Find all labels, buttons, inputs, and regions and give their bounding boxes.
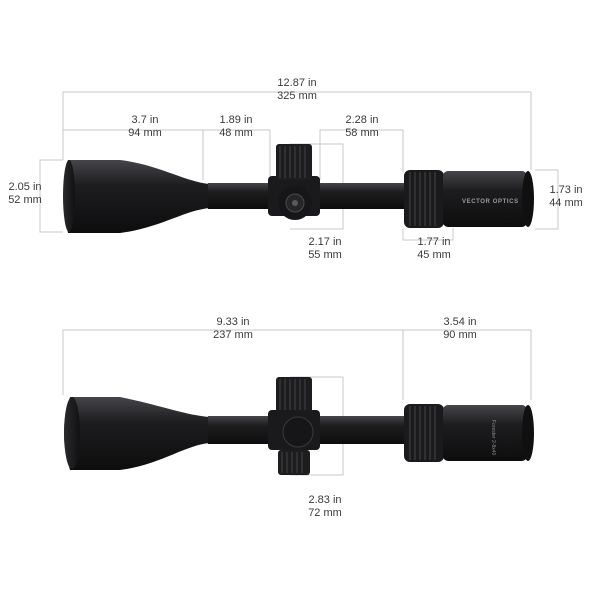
power-ring-side: [404, 404, 444, 462]
model-marking: Forester 2-8x40: [490, 420, 496, 456]
objective-lens: [63, 160, 75, 232]
objective-diameter-bracket: [39, 159, 63, 233]
turret-height-label: 2.17 in 55 mm: [308, 236, 342, 262]
elevation-turret-side: [276, 377, 312, 413]
overall-length-inch: 12.87 in: [277, 77, 317, 89]
front-tube-bracket: [202, 129, 271, 180]
front-length-inch: 9.33 in: [216, 316, 250, 328]
scope-side-view: [64, 377, 534, 475]
top-dimension-lines: [39, 91, 559, 241]
rear-tube-bracket: [319, 129, 404, 180]
brand-logo-text: VECTOR OPTICS: [462, 199, 519, 205]
turret-side-label: 2.83 in 72 mm: [308, 494, 342, 520]
overall-length-mm: 325 mm: [277, 90, 317, 102]
turret-side-inch: 2.83 in: [308, 494, 342, 506]
eyepiece-length-mm: 90 mm: [443, 329, 477, 341]
eyepiece-side: [443, 405, 527, 461]
front-tube-mm: 48 mm: [219, 127, 253, 139]
eyepiece-length-label: 3.54 in 90 mm: [443, 316, 477, 342]
eyepiece-length-bracket: [403, 329, 532, 400]
eyepiece-lens-side: [522, 405, 534, 461]
front-length-bracket: [62, 329, 404, 400]
objective-diameter-inch: 2.05 in: [8, 181, 42, 193]
eyepiece-ring-inch: 1.77 in: [417, 236, 451, 248]
objective-lens-side: [64, 397, 80, 469]
eyepiece-diameter-label: 1.73 in 44 mm: [549, 184, 583, 210]
objective-bell-inch: 3.7 in: [131, 114, 159, 126]
power-ring: [404, 170, 444, 228]
windage-turret-side: [282, 416, 314, 448]
eyepiece-diameter-mm: 44 mm: [549, 197, 583, 209]
turret-height-mm: 55 mm: [308, 249, 342, 261]
objective-bell: [64, 160, 210, 233]
front-length-label: 9.33 in 237 mm: [213, 316, 253, 342]
eyepiece-ring-bracket: [402, 228, 454, 241]
eyepiece-ring-label: 1.77 in 45 mm: [417, 236, 451, 262]
rear-tube-inch: 2.28 in: [345, 114, 379, 126]
rear-tube-label: 2.28 in 58 mm: [345, 114, 379, 140]
front-length-mm: 237 mm: [213, 329, 253, 341]
eyepiece-ring-mm: 45 mm: [417, 249, 451, 261]
objective-diameter-label: 2.05 in 52 mm: [8, 181, 42, 207]
eyepiece-diameter-bracket: [535, 169, 559, 230]
eyepiece: [443, 171, 527, 227]
objective-diameter-mm: 52 mm: [8, 194, 42, 206]
overall-length-label: 12.87 in 325 mm: [277, 77, 317, 103]
front-tube-inch: 1.89 in: [219, 114, 253, 126]
eyepiece-lens: [522, 171, 534, 227]
objective-bell-side: [64, 397, 210, 470]
eyepiece-length-inch: 3.54 in: [443, 316, 477, 328]
eyepiece-diameter-inch: 1.73 in: [549, 184, 583, 196]
objective-bell-label: 3.7 in 94 mm: [128, 114, 162, 140]
bottom-turret-side: [278, 450, 310, 475]
elevation-turret: [276, 144, 312, 180]
turret-side-mm: 72 mm: [308, 507, 342, 519]
front-tube-label: 1.89 in 48 mm: [219, 114, 253, 140]
overall-length-bracket: [62, 91, 532, 170]
scope-top-view: [63, 144, 534, 233]
turret-height-inch: 2.17 in: [308, 236, 342, 248]
objective-bell-mm: 94 mm: [128, 127, 162, 139]
rear-tube-mm: 58 mm: [345, 127, 379, 139]
